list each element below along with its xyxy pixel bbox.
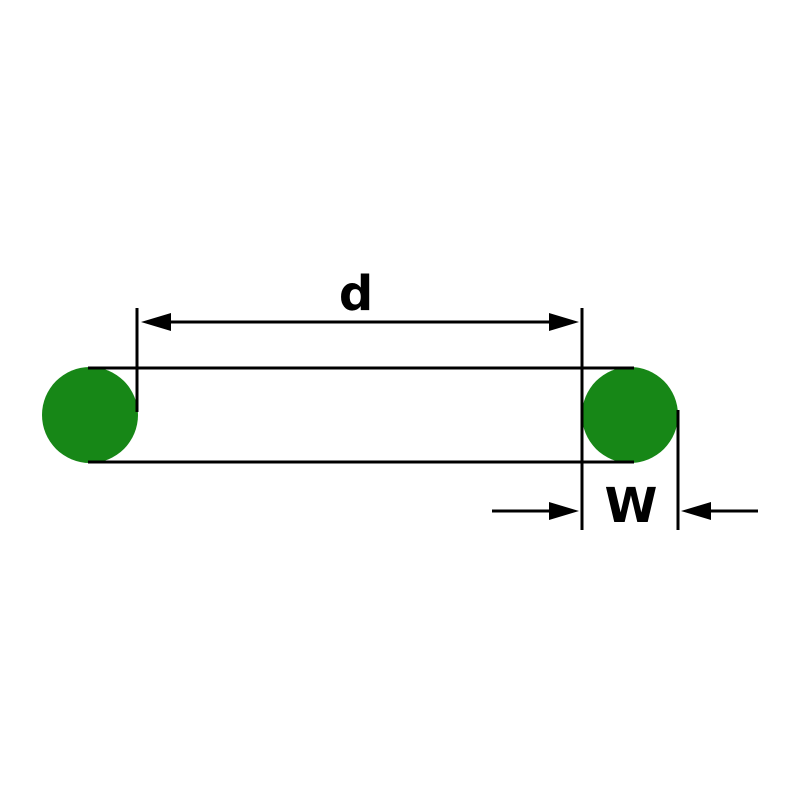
d-arrowhead-left (141, 313, 171, 331)
o-ring-right-cross-section (582, 367, 678, 463)
w-dimension-label: W (605, 478, 658, 534)
d-arrowhead-right (549, 313, 579, 331)
w-arrowhead-right (681, 502, 711, 520)
w-arrowhead-left (549, 502, 579, 520)
d-dimension-label: d (339, 266, 373, 322)
o-ring-left-cross-section (42, 367, 138, 463)
